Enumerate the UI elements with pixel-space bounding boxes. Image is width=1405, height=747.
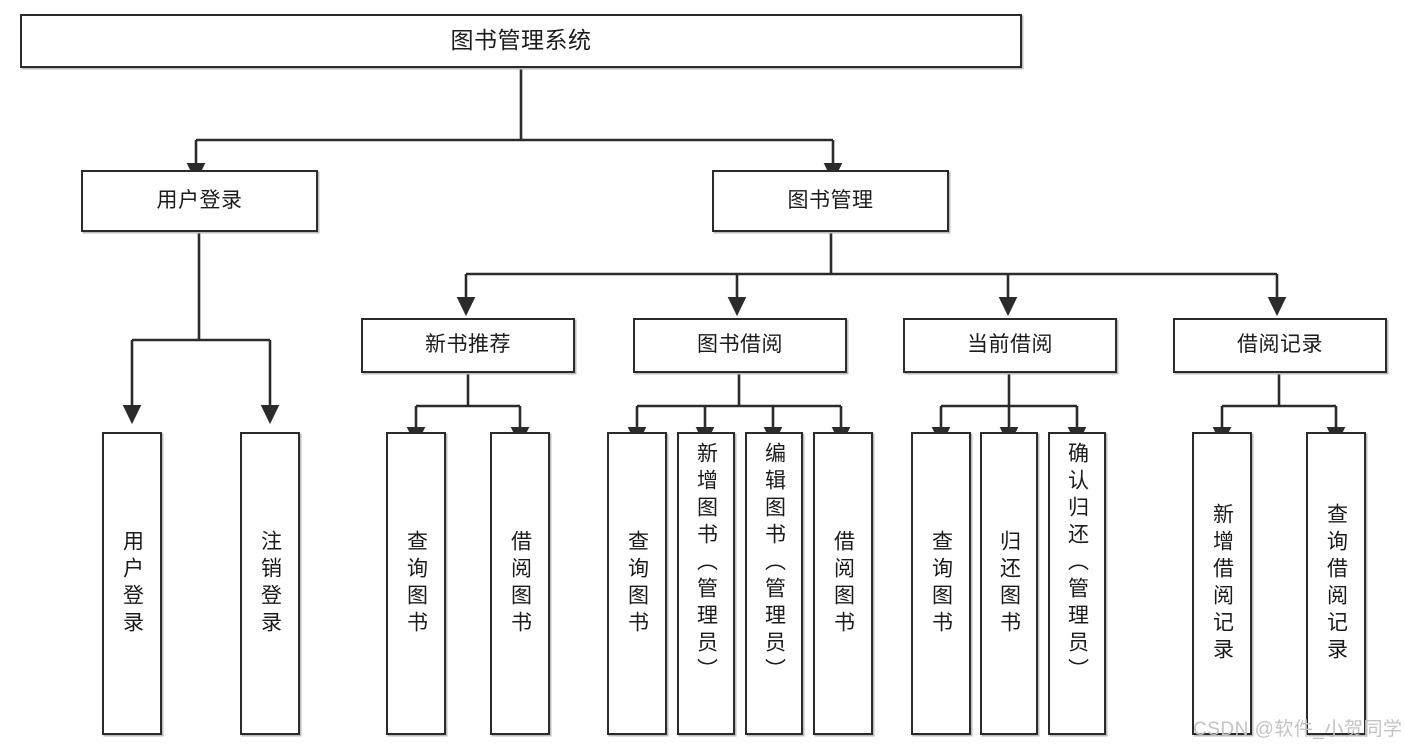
node-book-borrow-label: 图书借阅 [697, 333, 783, 357]
node-user-login-label: 用户登录 [156, 188, 243, 212]
leaf-borrow-book[interactable]: 借阅图书 [813, 432, 873, 735]
leaf-query-book-newrec[interactable]: 查询图书 [386, 432, 446, 735]
leaf-query-book-borrow-label: 查询图书 [625, 529, 649, 638]
leaf-return-book-label: 归还图书 [997, 529, 1021, 638]
node-book-borrow[interactable]: 图书借阅 [633, 318, 847, 373]
node-new-book-recommend[interactable]: 新书推荐 [361, 318, 575, 373]
leaf-add-book-admin[interactable]: 新增图书（管理员） [677, 432, 735, 735]
leaf-user-login-label: 用户登录 [120, 529, 144, 638]
leaf-add-borrow-record[interactable]: 新增借阅记录 [1192, 432, 1252, 735]
leaf-query-borrow-record[interactable]: 查询借阅记录 [1306, 432, 1366, 735]
leaf-borrow-book-label: 借阅图书 [831, 529, 855, 638]
leaf-add-book-admin-label: 新增图书（管理员） [694, 442, 718, 685]
leaf-borrow-book-newrec-label: 借阅图书 [508, 529, 532, 638]
node-borrow-record-label: 借阅记录 [1237, 333, 1323, 357]
node-root-label: 图书管理系统 [450, 27, 592, 54]
leaf-add-borrow-record-label: 新增借阅记录 [1210, 502, 1234, 665]
leaf-user-login[interactable]: 用户登录 [102, 432, 162, 735]
leaf-return-book[interactable]: 归还图书 [980, 432, 1038, 735]
leaf-query-borrow-record-label: 查询借阅记录 [1324, 502, 1348, 665]
leaf-query-book-borrow[interactable]: 查询图书 [607, 432, 667, 735]
leaf-logout[interactable]: 注销登录 [240, 432, 300, 735]
leaf-confirm-return-admin[interactable]: 确认归还（管理员） [1048, 432, 1106, 735]
leaf-logout-label: 注销登录 [258, 529, 282, 638]
node-borrow-record[interactable]: 借阅记录 [1173, 318, 1387, 373]
csdn-watermark: CSDN @软件_小贺同学 [1193, 719, 1403, 740]
leaf-borrow-book-newrec[interactable]: 借阅图书 [490, 432, 550, 735]
node-current-borrow-label: 当前借阅 [967, 333, 1053, 357]
node-user-login[interactable]: 用户登录 [81, 170, 318, 232]
leaf-edit-book-admin[interactable]: 编辑图书（管理员） [745, 432, 803, 735]
node-current-borrow[interactable]: 当前借阅 [903, 318, 1117, 373]
node-root[interactable]: 图书管理系统 [20, 14, 1022, 68]
leaf-query-book-newrec-label: 查询图书 [404, 529, 428, 638]
node-new-book-recommend-label: 新书推荐 [425, 333, 511, 357]
leaf-edit-book-admin-label: 编辑图书（管理员） [762, 442, 786, 685]
leaf-query-book-current[interactable]: 查询图书 [911, 432, 971, 735]
leaf-confirm-return-admin-label: 确认归还（管理员） [1065, 442, 1089, 685]
node-book-manage-label: 图书管理 [787, 188, 874, 212]
node-book-manage[interactable]: 图书管理 [712, 170, 949, 232]
leaf-query-book-current-label: 查询图书 [929, 529, 953, 638]
